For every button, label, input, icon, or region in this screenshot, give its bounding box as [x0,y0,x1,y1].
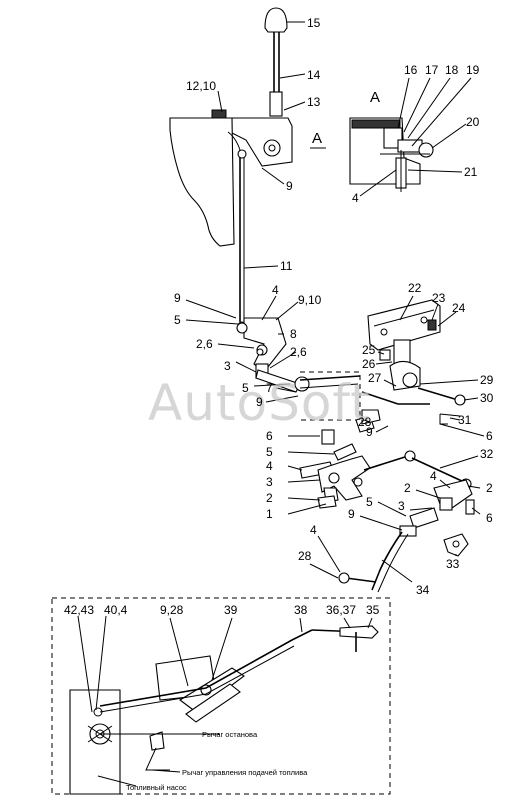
callout-18: 18 [445,63,459,77]
callout-32: 32 [480,447,494,461]
callout-2-b: 2 [266,491,273,505]
callout-27: 27 [368,371,382,385]
callout-9-right: 9 [366,425,373,439]
watermark-text: AutoSoft [148,374,371,432]
callout-7: 7 [266,381,273,395]
inset-frame [51,597,391,795]
callout-8: 8 [290,327,297,341]
callout-40-4: 40,4 [104,603,128,617]
section-a-label: A [312,130,322,147]
control-lever-assembly [169,7,293,331]
callout-35: 35 [366,603,380,617]
callout-5-b: 5 [266,445,273,459]
inset-labels: Рычаг останова Рычаг управления подачей … [126,730,308,792]
callout-4-d: 4 [310,523,317,537]
callout-6-c: 6 [486,511,493,525]
callout-36-37: 36,37 [326,603,356,617]
callout-5-c: 5 [366,495,373,509]
callout-9-10: 9,10 [298,293,322,307]
callout-28-mid: 28 [358,415,372,429]
callout-29: 29 [480,373,494,387]
callout-11: 11 [280,259,293,273]
callout-34: 34 [416,583,430,597]
callout-14: 14 [307,68,321,82]
callout-3-c: 3 [398,499,405,513]
callout-2-d: 2 [404,481,411,495]
control-tower-housing [169,117,235,247]
callout-6-a: 6 [266,429,273,443]
callout-3-left: 3 [224,359,231,373]
callout-13: 13 [307,95,321,109]
callout-42-43: 42,43 [64,603,94,617]
callout-31: 31 [458,413,472,427]
callout-1: 1 [266,507,273,521]
callout-4-c: 4 [430,469,437,483]
fuel-lever-label: Рычаг управления подачей топлива [182,768,308,777]
callout-9-left: 9 [174,291,181,305]
fuel-pump-label: Топливный насос [126,783,187,792]
callout-12-10: 12,10 [186,79,216,93]
section-a-detail [349,117,434,192]
callout-4-mid: 4 [272,283,279,297]
lever-knob [264,7,288,33]
callout-33: 33 [446,557,460,571]
callout-16: 16 [404,63,418,77]
callout-6-right: 6 [486,429,493,443]
section-a-inset-label: A [370,89,380,106]
callout-4-inset: 4 [352,191,359,205]
callout-28-b: 28 [298,549,312,563]
callout-22: 22 [408,281,422,295]
callout-9-c: 9 [348,507,355,521]
callout-9-top: 9 [286,179,293,193]
callout-20: 20 [466,115,480,129]
callout-17: 17 [425,63,439,77]
callout-38: 38 [294,603,308,617]
callout-labels: 15 14 13 12,10 9 11 A A 16 17 18 19 20 2… [64,16,494,617]
callout-21: 21 [464,165,478,179]
callout-5-left: 5 [174,313,181,327]
callout-2-6-mid: 2,6 [290,345,307,359]
callout-15: 15 [307,16,321,30]
callout-23: 23 [432,291,446,305]
bracket-assembly [355,299,466,433]
callout-30: 30 [480,391,494,405]
callout-26: 26 [362,357,376,371]
callout-39: 39 [224,603,238,617]
callout-9-28: 9,28 [160,603,184,617]
callout-5-mid: 5 [242,381,249,395]
callout-25: 25 [362,343,376,357]
callout-2-6-left: 2,6 [196,337,213,351]
callout-19: 19 [466,63,480,77]
callout-2-c: 2 [486,481,493,495]
callout-24: 24 [452,301,466,315]
stop-lever-label: Рычаг останова [202,730,258,739]
callout-9-mid: 9 [256,395,263,409]
lower-lever-assembly [299,429,475,593]
callout-4-b: 4 [266,459,273,473]
callout-3-b: 3 [266,475,273,489]
